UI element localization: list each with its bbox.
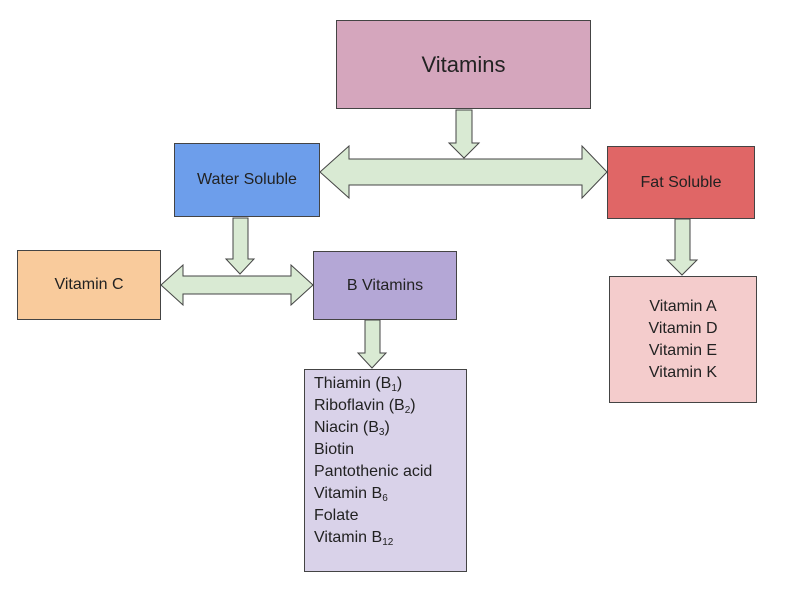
arrow-down-root <box>447 109 481 159</box>
vitamin-c-node: Vitamin C <box>17 250 161 320</box>
water-soluble-node: Water Soluble <box>174 143 320 217</box>
b-vitamins-node: B Vitamins <box>313 251 457 320</box>
list-item: Thiamin (B1) <box>314 375 403 394</box>
arrow-down-water <box>224 217 256 275</box>
vitamins-node: Vitamins <box>336 20 591 109</box>
list-item: Niacin (B3) <box>314 419 390 438</box>
list-item: Vitamin K <box>648 363 718 381</box>
vitamins-label: Vitamins <box>421 51 506 77</box>
list-item: Vitamin D <box>648 319 718 337</box>
fat-soluble-label: Fat Soluble <box>640 173 722 191</box>
fat-soluble-node: Fat Soluble <box>607 146 755 219</box>
water-soluble-label: Water Soluble <box>197 171 297 188</box>
list-item: Riboflavin (B2) <box>314 397 416 416</box>
list-item: Pantothenic acid <box>314 463 433 480</box>
list-item: Vitamin B12 <box>314 529 394 548</box>
list-item: Vitamin B6 <box>314 485 388 504</box>
b-vitamins-list: Thiamin (B1) Riboflavin (B2) Niacin (B3)… <box>304 369 467 572</box>
b-vitamins-label: B Vitamins <box>346 276 424 294</box>
list-item: Vitamin A <box>649 297 717 315</box>
list-item: Biotin <box>314 441 355 458</box>
arrow-down-bvit <box>356 319 388 369</box>
list-item: Vitamin E <box>648 341 718 359</box>
fat-soluble-list: Vitamin A Vitamin D Vitamin E Vitamin K <box>609 276 757 403</box>
arrow-down-fat <box>665 218 699 276</box>
vitamin-c-label: Vitamin C <box>54 276 124 293</box>
list-item: Folate <box>314 507 359 524</box>
